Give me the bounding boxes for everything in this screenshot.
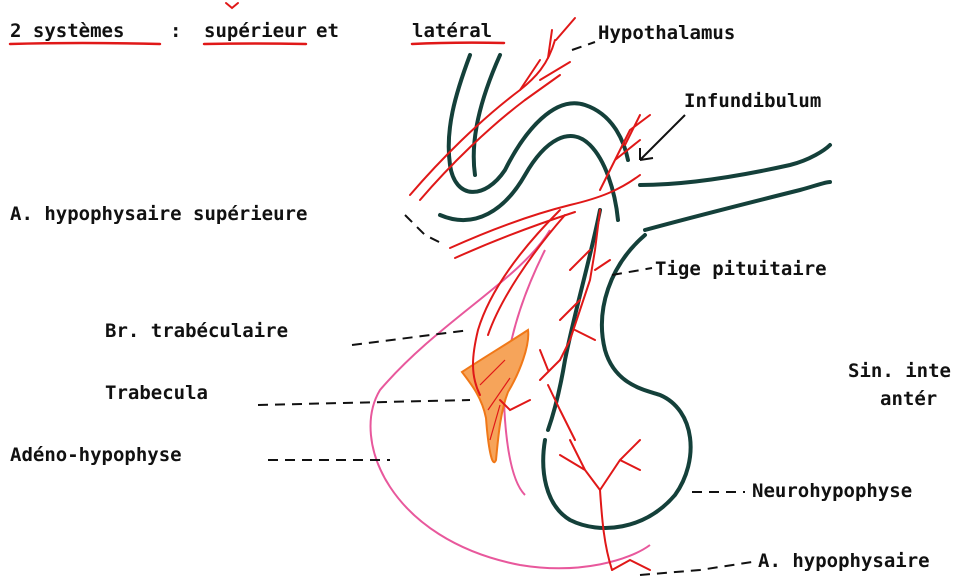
header-et: et	[316, 22, 339, 41]
label-br-trabeculaire: Br. trabéculaire	[105, 322, 288, 341]
label-infundibulum: Infundibulum	[684, 92, 821, 111]
leader-hypothalamus	[572, 42, 595, 50]
infundibulum-right-lower	[645, 182, 830, 230]
header-2-systemes: 2 systèmes	[10, 22, 124, 41]
ventricle-floor-lower	[474, 55, 500, 175]
a-hypophysaire-superieure-trunk	[410, 40, 555, 195]
label-tige-pituitaire: Tige pituitaire	[655, 260, 827, 279]
underline-lateral	[412, 43, 504, 44]
arteries	[410, 18, 650, 570]
header-lateral: latéral	[412, 22, 492, 41]
trabecula-shape	[462, 330, 528, 462]
label-a-hypophysaire: A. hypophysaire	[758, 552, 930, 571]
underline-2-systemes	[10, 43, 160, 44]
label-trabecula: Trabecula	[105, 384, 208, 403]
adenohypophysis-outline	[371, 230, 650, 568]
label-a-hypophysaire-superieure: A. hypophysaire supérieure	[10, 205, 307, 224]
infundibulum-right-upper	[640, 145, 830, 185]
label-anter: antér	[880, 390, 937, 409]
header-superieur: supérieur	[204, 22, 307, 41]
label-adeno-hypophyse: Adéno-hypophyse	[10, 446, 182, 465]
leader-trabecula	[258, 400, 470, 405]
hypothalamic-wall-left	[440, 136, 618, 220]
label-neurohypophyse: Neurohypophyse	[752, 482, 912, 501]
leader-a-hypophysaire	[640, 562, 752, 575]
underline-superieur	[204, 44, 306, 45]
label-sin-inter: Sin. inte	[848, 362, 951, 381]
infundibulum-arrow	[640, 115, 685, 160]
leader-a-hypophysaire-superieure	[405, 215, 445, 245]
leader-br-trabeculaire	[352, 330, 470, 345]
label-hypothalamus: Hypothalamus	[598, 24, 735, 43]
red-check-mark	[226, 3, 238, 8]
header-colon: :	[170, 22, 181, 41]
stalk-left-wall	[548, 210, 600, 430]
